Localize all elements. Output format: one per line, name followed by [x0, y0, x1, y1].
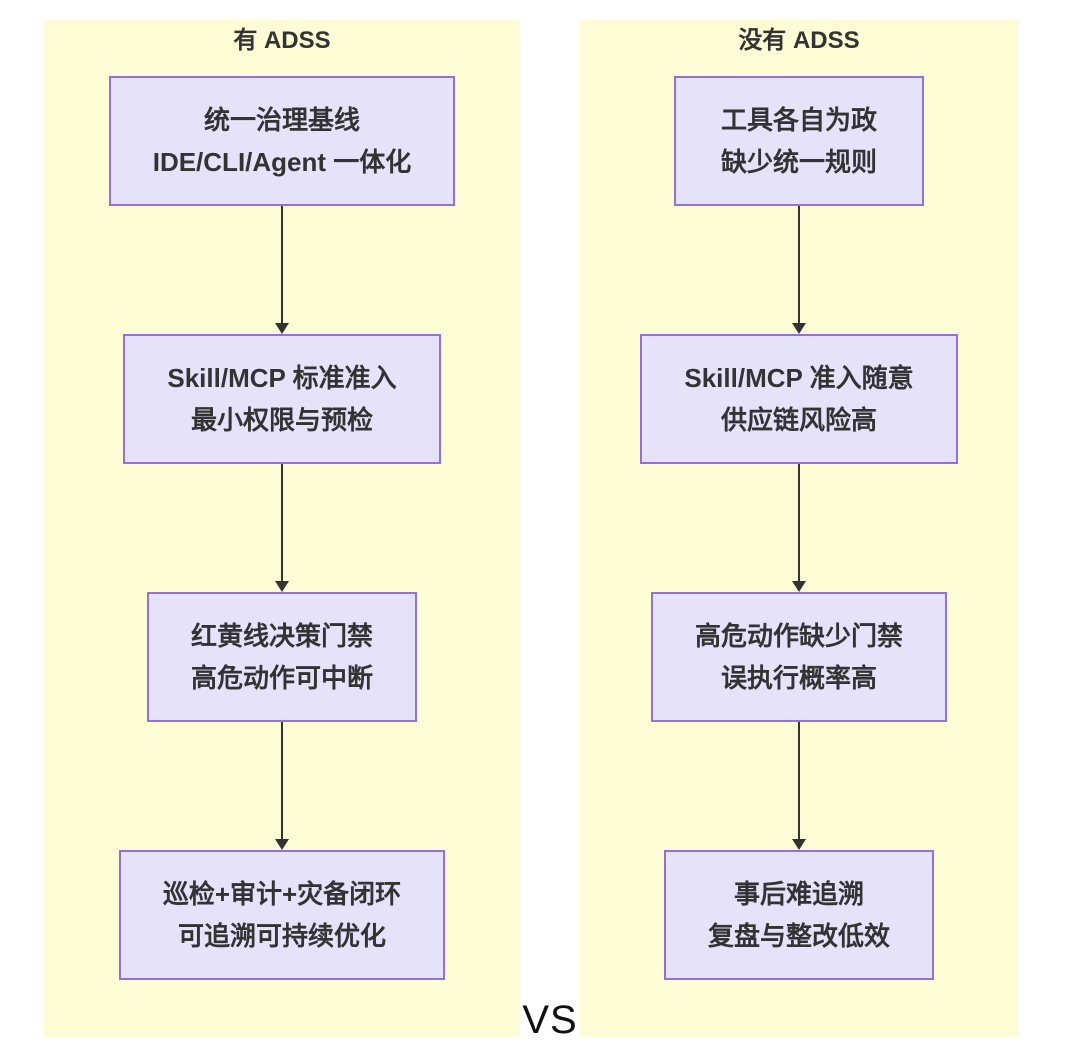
node-line: Skill/MCP 准入随意 — [684, 363, 914, 393]
flow-node: Skill/MCP 标准准入 最小权限与预检 — [123, 334, 441, 464]
arrow-shaft — [281, 206, 283, 323]
node-line: 工具各自为政 — [720, 105, 877, 135]
arrow-shaft — [281, 722, 283, 839]
arrowhead-icon — [792, 839, 806, 850]
arrow-down-icon — [792, 722, 806, 850]
arrowhead-icon — [792, 581, 806, 592]
node-line: 缺少统一规则 — [720, 147, 877, 177]
flow-node: 巡检+审计+灾备闭环 可追溯可持续优化 — [118, 850, 446, 980]
panel-title-without-adss: 没有 ADSS — [738, 27, 860, 54]
flow-column-left: 统一治理基线 IDE/CLI/Agent 一体化 Skill/MCP 标准准入 … — [44, 76, 520, 980]
arrow-shaft — [798, 722, 800, 839]
node-line: 供应链风险高 — [720, 405, 877, 435]
node-line: 统一治理基线 — [203, 105, 360, 135]
flow-column-right: 工具各自为政 缺少统一规则 Skill/MCP 准入随意 供应链风险高 高危动作… — [580, 76, 1018, 980]
arrowhead-icon — [275, 323, 289, 334]
node-line: 高危动作可中断 — [190, 663, 373, 693]
node-line: 事后难追溯 — [733, 879, 864, 909]
arrow-shaft — [281, 464, 283, 581]
node-line: Skill/MCP 标准准入 — [167, 363, 397, 393]
arrow-down-icon — [792, 464, 806, 592]
arrow-down-icon — [275, 464, 289, 592]
arrow-down-icon — [275, 206, 289, 334]
flow-node: 红黄线决策门禁 高危动作可中断 — [146, 592, 417, 722]
flow-node: 高危动作缺少门禁 误执行概率高 — [650, 592, 947, 722]
panel-with-adss: 有 ADSS 统一治理基线 IDE/CLI/Agent 一体化 Skill/MC… — [44, 20, 520, 1037]
arrow-shaft — [798, 206, 800, 323]
node-line: 高危动作缺少门禁 — [694, 621, 903, 651]
arrow-shaft — [798, 464, 800, 581]
flow-node: 事后难追溯 复盘与整改低效 — [663, 850, 934, 980]
arrowhead-icon — [275, 839, 289, 850]
node-line: 可追溯可持续优化 — [177, 921, 386, 951]
arrowhead-icon — [275, 581, 289, 592]
arrow-down-icon — [792, 206, 806, 334]
flow-node: Skill/MCP 准入随意 供应链风险高 — [640, 334, 958, 464]
flow-node: 统一治理基线 IDE/CLI/Agent 一体化 — [108, 76, 456, 206]
node-line: 复盘与整改低效 — [707, 921, 890, 951]
node-line: 误执行概率高 — [720, 663, 877, 693]
node-line: IDE/CLI/Agent 一体化 — [152, 147, 412, 177]
arrowhead-icon — [792, 323, 806, 334]
panel-without-adss: 没有 ADSS 工具各自为政 缺少统一规则 Skill/MCP 准入随意 供应链… — [580, 20, 1018, 1037]
arrow-down-icon — [275, 722, 289, 850]
flow-node: 工具各自为政 缺少统一规则 — [674, 76, 924, 206]
node-line: 巡检+审计+灾备闭环 — [162, 879, 402, 909]
node-line: 红黄线决策门禁 — [190, 621, 373, 651]
panel-title-with-adss: 有 ADSS — [233, 27, 331, 54]
vs-label: VS — [522, 998, 578, 1042]
node-line: 最小权限与预检 — [190, 405, 373, 435]
